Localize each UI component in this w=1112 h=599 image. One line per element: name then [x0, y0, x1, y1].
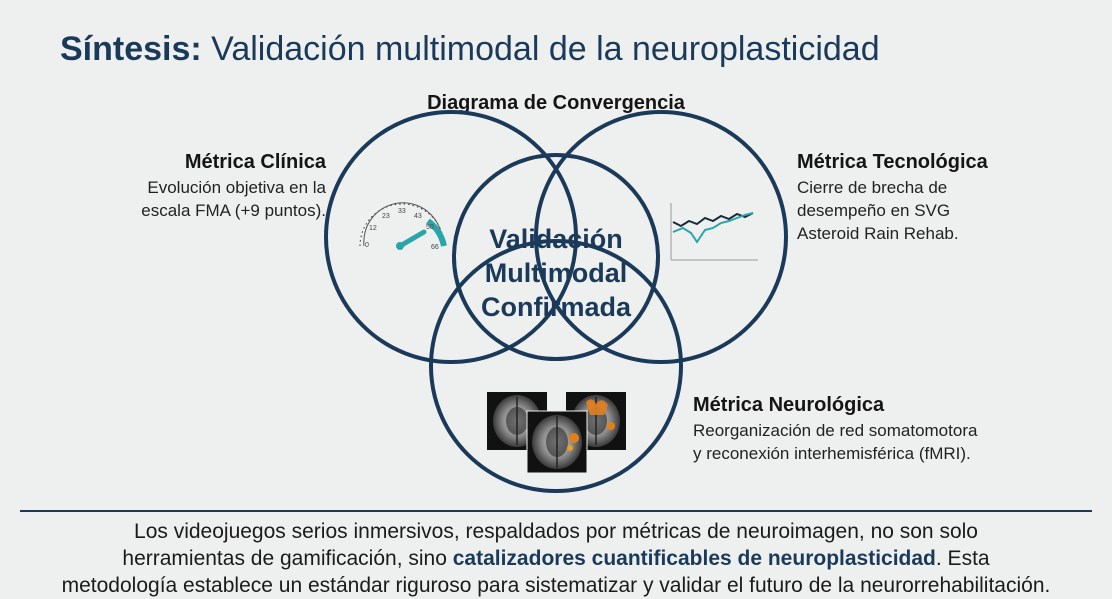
gauge-tick-label: 66: [431, 244, 439, 251]
tech-metric: Métrica Tecnológica Cierre de brecha de …: [797, 148, 988, 245]
neuro-circle: [429, 239, 683, 493]
summary-text-segment: herramientas de gamificación, sino: [122, 547, 453, 570]
tech-circle: [534, 110, 788, 364]
neuro-metric: Métrica Neurológica Reorganización de re…: [693, 391, 977, 465]
gauge-tick-label: 12: [369, 225, 377, 232]
tech-metric-title: Métrica Tecnológica: [797, 151, 988, 173]
summary-text-segment: . Esta: [935, 547, 990, 570]
clinical-metric-text: escala FMA (+9 puntos).: [141, 201, 326, 220]
center-label-line: Confirmada: [480, 292, 632, 322]
clinical-metric-text: Evolución objetiva en la: [147, 178, 326, 197]
center-label-line: Validación: [489, 224, 623, 254]
tech-metric-text: Asteroid Rain Rehab.: [797, 224, 959, 243]
summary-text: Los videojuegos serios inmersivos, respa…: [0, 518, 1112, 599]
page-title: Síntesis: Validación multimodal de la ne…: [60, 30, 880, 69]
clinical-metric: Métrica Clínica Evolución objetiva en la…: [141, 148, 326, 222]
center-label-line: Multimodal: [484, 258, 628, 288]
center-circle: [452, 153, 660, 361]
summary-line: Los videojuegos serios inmersivos, respa…: [134, 520, 978, 543]
title-main: Validación multimodal de la neuroplastic…: [211, 30, 880, 68]
neuro-metric-text: y reconexión interhemisférica (fMRI).: [693, 444, 971, 463]
summary-line: herramientas de gamificación, sino catal…: [0, 545, 1112, 572]
diagram-heading: Diagrama de Convergencia: [427, 92, 685, 114]
fmri-brain-scan-icon: [487, 392, 626, 474]
neuro-metric-text: Reorganización de red somatomotora: [693, 421, 978, 440]
summary-line: metodología establece un estándar riguro…: [61, 574, 1051, 597]
neuro-metric-title: Métrica Neurológica: [693, 394, 885, 416]
center-label: Validación Multimodal Confirmada: [456, 222, 656, 324]
clinical-metric-title: Métrica Clínica: [184, 151, 326, 173]
gauge-tick-label: 0: [365, 242, 369, 249]
tech-metric-text: Cierre de brecha de: [797, 178, 948, 197]
gauge-icon: 0 12 23 33 43 50 66: [359, 202, 447, 251]
summary-highlight: catalizadores cuantificables de neuropla…: [452, 547, 936, 570]
gauge-tick-label: 23: [382, 213, 390, 220]
clinical-circle: [324, 110, 578, 364]
section-divider: [20, 510, 1092, 512]
gauge-tick-label: 33: [398, 208, 406, 215]
performance-chart-icon: [670, 203, 758, 261]
tech-metric-text: desempeño en SVG: [797, 201, 951, 220]
gauge-tick-label: 50: [426, 224, 434, 231]
gauge-tick-label: 43: [414, 213, 422, 220]
title-prefix: Síntesis:: [60, 30, 202, 68]
